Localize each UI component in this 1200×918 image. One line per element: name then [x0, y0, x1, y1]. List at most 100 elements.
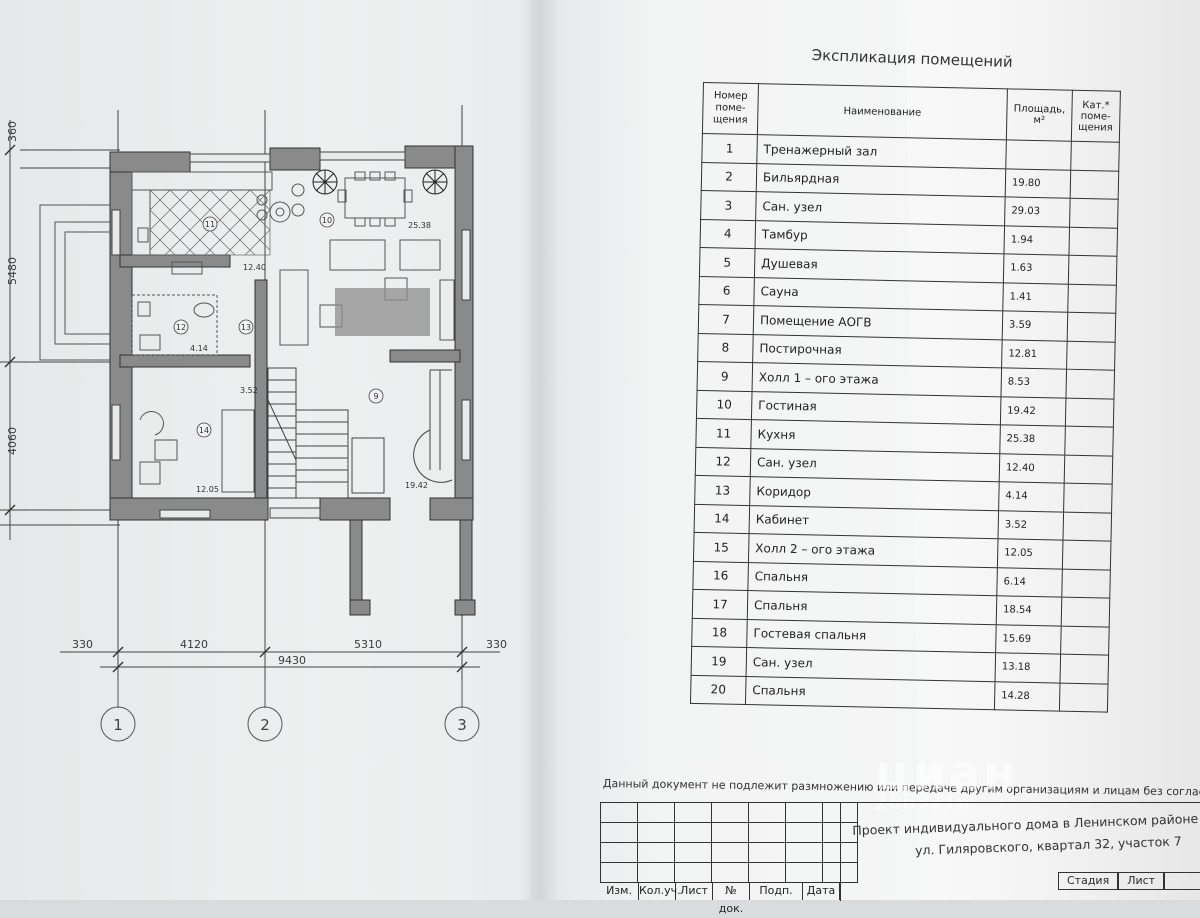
axis-1: 1 — [113, 716, 123, 734]
row-area: 15.69 — [995, 624, 1062, 655]
room-number-11: 11 — [205, 220, 215, 229]
row-category — [1070, 141, 1119, 171]
row-area: 1.41 — [1002, 282, 1069, 313]
row-number: 4 — [700, 218, 756, 249]
row-number: 13 — [694, 475, 751, 506]
row-area: 8.53 — [1000, 367, 1067, 398]
stamp-label-date: Дата — [803, 882, 840, 900]
title-block-labels: Изм. Кол.уч. Лист № док. Подп. Дата — [600, 882, 840, 915]
row-category — [1065, 369, 1115, 399]
row-area: 4.14 — [998, 481, 1065, 512]
row-category — [1062, 540, 1111, 570]
row-number: 11 — [695, 418, 752, 449]
room-area-9: 19.42 — [405, 481, 428, 490]
row-number: 8 — [697, 332, 754, 363]
row-number: 9 — [697, 361, 753, 392]
header-number-line2: поме- — [715, 102, 746, 114]
room-number-13: 13 — [241, 323, 251, 332]
row-category — [1059, 682, 1108, 713]
axis-3: 3 — [457, 716, 467, 734]
row-area: 12.81 — [1001, 339, 1068, 370]
row-category — [1068, 255, 1117, 285]
row-number: 15 — [693, 532, 750, 563]
room-number-10: 10 — [322, 216, 332, 225]
row-area — [1005, 139, 1072, 170]
room-number-14: 14 — [199, 426, 209, 435]
dim-span-b: 5310 — [354, 638, 382, 651]
row-category — [1062, 511, 1112, 542]
row-number: 16 — [692, 560, 749, 591]
header-number: Номер поме- щения — [702, 82, 759, 135]
header-number-line3: щения — [712, 114, 748, 126]
header-area: Площадь, м² — [1006, 88, 1073, 142]
page-fold — [520, 0, 560, 900]
dim-4060: 4060 — [6, 427, 19, 455]
row-area: 25.38 — [999, 424, 1066, 455]
row-category — [1067, 283, 1116, 314]
title-block-frame — [840, 802, 1200, 901]
stamp-right-cells: Стадия Лист — [1058, 872, 1200, 890]
row-area: 19.80 — [1005, 168, 1071, 199]
row-category — [1064, 454, 1113, 485]
stamp-label-doc: № док. — [713, 882, 750, 915]
title-block-grid — [600, 802, 858, 883]
room-number-9: 9 — [373, 392, 378, 401]
row-area: 14.28 — [994, 681, 1061, 712]
page-curl — [905, 0, 1200, 900]
row-area: 1.94 — [1003, 225, 1070, 256]
explication-table-wrap: Номер поме- щения Наименование Площадь, … — [690, 82, 1121, 713]
stamp-label-sign: Подп. — [750, 882, 803, 900]
row-number: 1 — [701, 133, 758, 164]
floor-plan: 11 10 12 13 14 9 12.40 25.38 4.14 3.52 1… — [0, 105, 507, 742]
stamp-label-izm: Изм. — [600, 882, 639, 900]
row-category — [1060, 625, 1109, 656]
axis-2: 2 — [260, 716, 270, 734]
row-number: 18 — [691, 617, 748, 648]
explication-table: Номер поме- щения Наименование Площадь, … — [690, 82, 1121, 713]
row-area: 18.54 — [996, 595, 1062, 626]
stamp-label-kol: Кол.уч. — [639, 882, 681, 900]
room-area-12: 4.14 — [190, 344, 208, 353]
row-name: Спальня — [745, 676, 996, 710]
dim-360: 360 — [6, 121, 19, 142]
row-area: 3.59 — [1002, 310, 1068, 341]
row-number: 17 — [692, 589, 748, 620]
dim-total: 9430 — [278, 654, 306, 667]
stamp-sheet: Лист — [1118, 872, 1165, 890]
dim-margin-right: 330 — [486, 638, 507, 651]
row-number: 3 — [700, 190, 757, 221]
row-area: 3.52 — [997, 510, 1064, 541]
row-number: 20 — [690, 674, 747, 705]
header-name: Наименование — [757, 83, 1008, 140]
header-number-line1: Номер — [713, 90, 748, 102]
row-category — [1061, 597, 1110, 627]
room-area-11: 12.40 — [243, 263, 266, 272]
row-number: 2 — [701, 161, 757, 192]
room-area-10: 25.38 — [408, 221, 431, 230]
header-cat-line3: щения — [1078, 121, 1113, 134]
row-category — [1060, 654, 1109, 684]
row-category — [1064, 426, 1113, 456]
room-area-14: 12.05 — [196, 485, 219, 494]
row-category — [1065, 397, 1114, 428]
stamp-label-list: Лист — [676, 882, 713, 900]
row-number: 12 — [695, 446, 751, 477]
rug — [335, 288, 430, 336]
header-cat-line2: поме- — [1080, 110, 1111, 123]
row-area: 19.42 — [1000, 396, 1066, 427]
row-area: 12.40 — [999, 453, 1065, 484]
row-number: 14 — [694, 503, 750, 534]
dim-margin-left: 330 — [72, 638, 93, 651]
row-area: 6.14 — [996, 567, 1063, 598]
room-number-12: 12 — [176, 323, 186, 332]
stamp-stage: Стадия — [1058, 872, 1119, 890]
row-category — [1066, 340, 1115, 371]
row-category — [1070, 169, 1119, 200]
row-area: 29.03 — [1004, 196, 1071, 227]
row-number: 19 — [691, 646, 747, 677]
row-number: 6 — [698, 275, 755, 306]
stamp-empty — [1164, 872, 1200, 890]
dim-5480: 5480 — [6, 257, 19, 285]
plant-icon — [312, 169, 448, 195]
row-category — [1068, 226, 1118, 257]
